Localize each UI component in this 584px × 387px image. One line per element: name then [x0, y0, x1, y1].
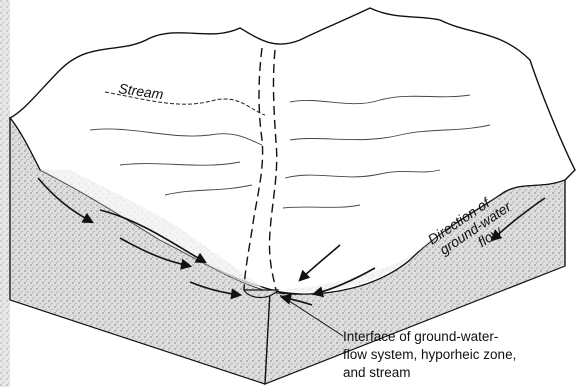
left-scan-edge [0, 0, 10, 387]
interface-label-line-2: flow system, hyporheic zone, [343, 347, 516, 362]
interface-label-line-1: Interface of ground-water- [343, 329, 498, 344]
interface-label-line-3: and stream [343, 365, 411, 380]
interface-label: Interface of ground-water- flow system, … [343, 329, 516, 380]
